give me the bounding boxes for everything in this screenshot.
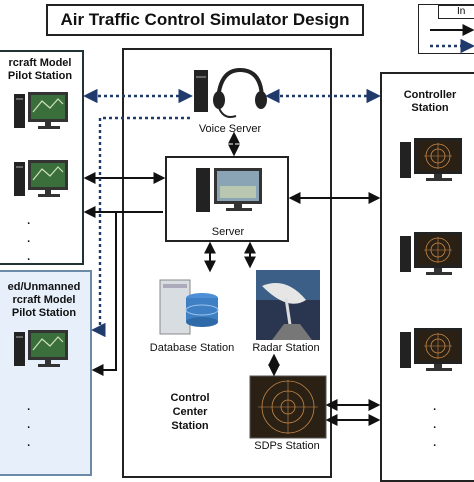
ellipsis-dot: · <box>27 236 31 248</box>
radar-antenna-image <box>256 270 320 340</box>
ellipsis-dot: · <box>433 422 437 434</box>
server-icon <box>196 168 262 212</box>
database-station-label: Database Station <box>149 342 235 354</box>
control-center-label-3: Station <box>171 420 209 432</box>
diagram-title: Air Traffic Control Simulator Design <box>60 10 350 29</box>
pilot-workstation-icon <box>13 159 69 198</box>
aircraft-station-label-2: Pilot Station <box>7 70 73 82</box>
radar-station-label: Radar Station <box>252 342 320 354</box>
aircraft-pilot-station-box <box>0 50 84 265</box>
controller-station-label-2: Station <box>411 102 449 114</box>
database-icon <box>159 279 219 335</box>
pilot-workstation-icon <box>13 329 69 368</box>
manned-station-label-1: ed/Unmanned <box>7 281 81 293</box>
manned-unmanned-pilot-station-box <box>0 270 92 476</box>
voice-server-icon <box>194 67 267 118</box>
server-label: Server <box>211 226 245 238</box>
sdps-station-label: SDPs Station <box>254 440 320 452</box>
controller-workstation-icon <box>399 327 463 372</box>
manned-station-label-3: Pilot Station <box>11 307 77 319</box>
controller-station-label-1: Controller <box>403 89 457 101</box>
ellipsis-dot: · <box>27 422 31 434</box>
diagram-title-box: Air Traffic Control Simulator Design <box>46 4 364 36</box>
voice-link-arrows <box>83 38 474 338</box>
pilot-workstation-icon <box>13 91 69 130</box>
ellipsis-dot: · <box>27 254 31 266</box>
ellipsis-dot: · <box>27 404 31 416</box>
data-link-arrows <box>83 24 474 426</box>
voice-server-label: Voice Server <box>198 123 262 135</box>
controller-workstation-icon <box>399 137 463 182</box>
controller-workstation-icon <box>399 231 463 276</box>
ellipsis-dot: · <box>433 440 437 452</box>
ellipsis-dot: · <box>27 440 31 452</box>
sdps-radar-screen-icon <box>249 375 327 439</box>
aircraft-station-label-1: rcraft Model <box>8 57 72 69</box>
legend-label: In <box>438 5 474 19</box>
ellipsis-dot: · <box>27 218 31 230</box>
control-center-label-2: Center <box>172 406 208 418</box>
ellipsis-dot: · <box>433 404 437 416</box>
control-center-label-1: Control <box>170 392 210 404</box>
manned-station-label-2: rcraft Model <box>12 294 76 306</box>
